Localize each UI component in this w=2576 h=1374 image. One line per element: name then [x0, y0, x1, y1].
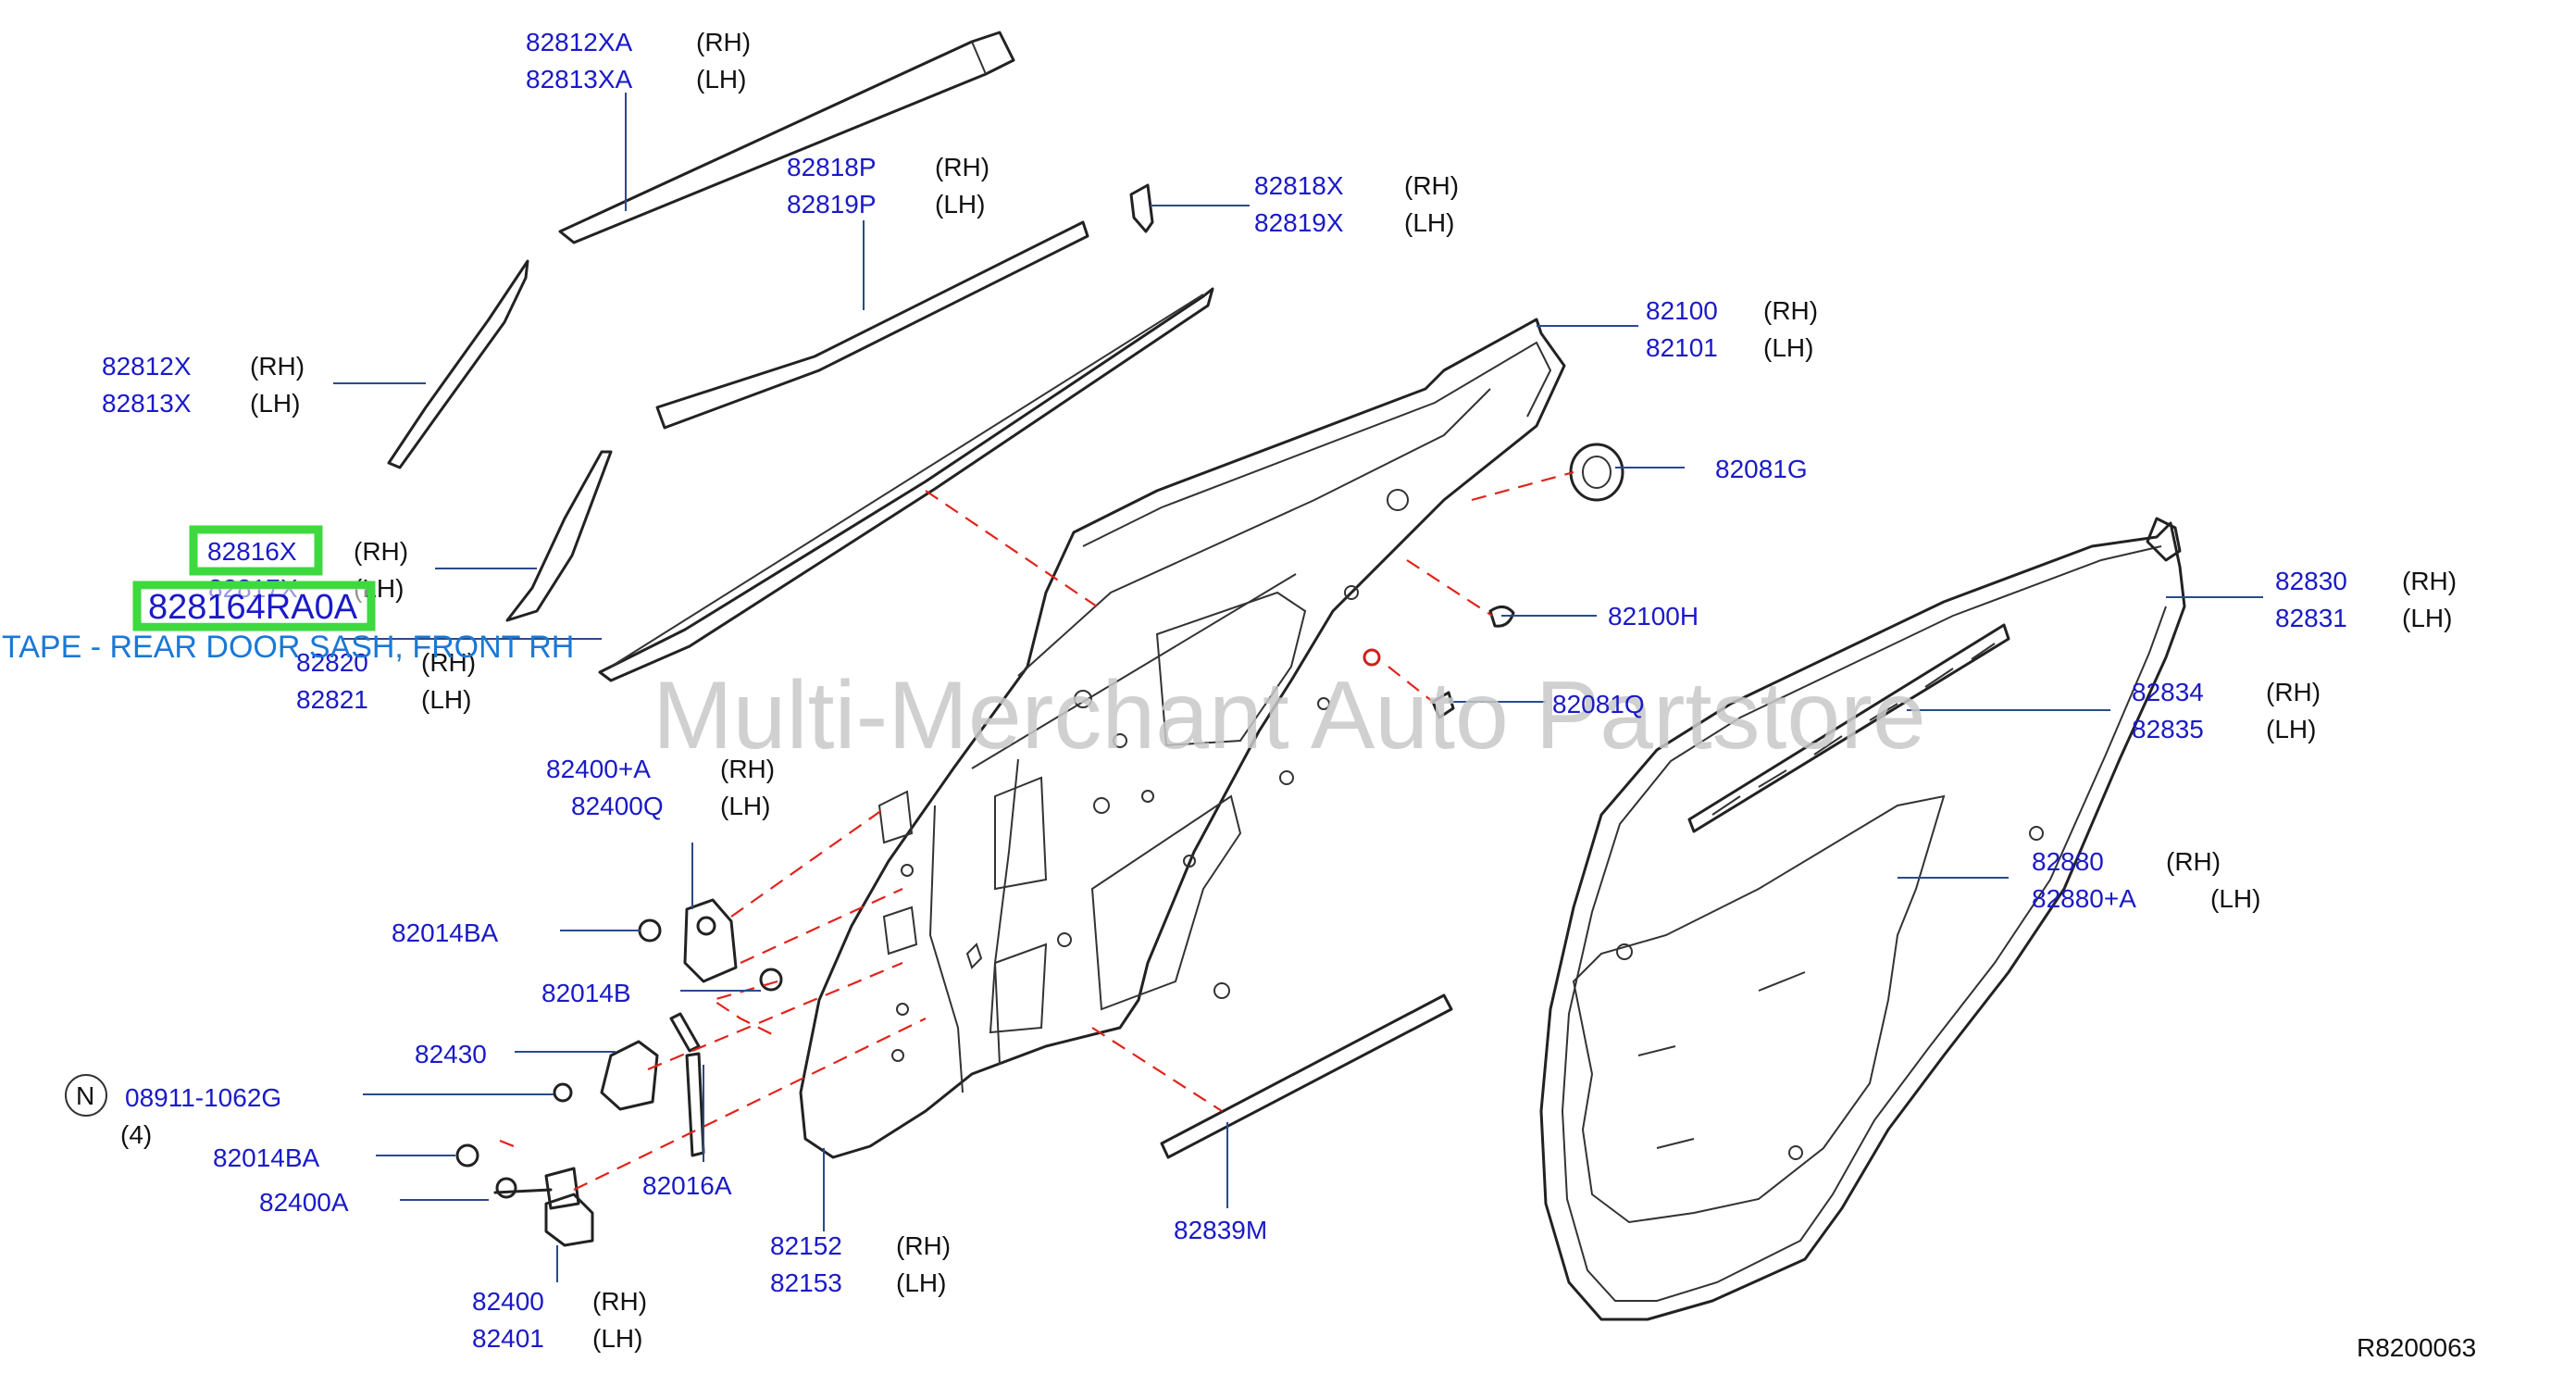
label-82821-side: (LH) [421, 685, 471, 714]
label-82100[interactable]: 82100 [1646, 296, 1718, 325]
label-82014B[interactable]: 82014B [541, 979, 631, 1007]
plug [1488, 606, 1515, 628]
label-82834-side: (RH) [2266, 678, 2321, 706]
label-82400[interactable]: 82400 [472, 1287, 544, 1316]
label-82014BA-upper[interactable]: 82014BA [392, 918, 499, 947]
label-82819X-side: (LH) [1404, 208, 1454, 237]
label-82831-side: (LH) [2402, 604, 2452, 632]
sash-tape [505, 450, 613, 622]
outer-sash-moulding [558, 31, 1015, 244]
highlight-box-selected-part [132, 581, 376, 631]
red-dashed-lines [499, 470, 1574, 1191]
label-82880A-side: (LH) [2210, 884, 2260, 913]
highlight-box-82816X [189, 525, 323, 576]
label-82101[interactable]: 82101 [1646, 333, 1718, 362]
label-82834[interactable]: 82834 [2132, 678, 2204, 706]
label-82101-side: (LH) [1763, 333, 1813, 362]
label-82081Q[interactable]: 82081Q [1552, 690, 1645, 718]
selected-part-description: TAPE - REAR DOOR SASH, FRONT RH [2, 630, 574, 665]
label-82153-side: (LH) [896, 1268, 946, 1297]
label-82016A[interactable]: 82016A [642, 1171, 732, 1200]
label-82835[interactable]: 82835 [2132, 715, 2204, 743]
label-82813XA[interactable]: 82813XA [526, 65, 633, 94]
plug-small [1431, 691, 1455, 719]
label-82812XA-side: (RH) [696, 28, 751, 56]
selection-highlight[interactable]: 828164RA0A TAPE - REAR DOOR SASH, FRONT … [2, 525, 574, 665]
label-82100-side: (RH) [1763, 296, 1818, 325]
reinforcement-bar [1160, 993, 1453, 1159]
label-qty-4: (4) [120, 1120, 152, 1149]
label-82819X[interactable]: 82819X [1254, 208, 1344, 237]
label-82401-side: (LH) [592, 1324, 642, 1353]
belt-moulding-lower [598, 287, 1214, 682]
label-82816X-side: (RH) [354, 537, 408, 566]
callouts: 82812XA (RH) 82813XA (LH) 82818P (RH) 82… [76, 28, 2476, 1362]
label-82813XA-side: (LH) [696, 65, 746, 94]
label-82153[interactable]: 82153 [770, 1268, 842, 1297]
label-82818X[interactable]: 82818X [1254, 171, 1344, 200]
nut-symbol-circle [65, 1074, 107, 1117]
label-82400Q[interactable]: 82400Q [571, 792, 664, 820]
door-shell [799, 318, 1566, 1159]
label-82830-side: (RH) [2402, 567, 2457, 595]
inner-seal-strip [1687, 623, 2010, 833]
diagram-code: R8200063 [2357, 1333, 2476, 1362]
belt-moulding-upper [655, 220, 1089, 430]
label-82400pA-side: (RH) [720, 755, 775, 783]
corner-clip [1129, 183, 1154, 233]
pillar-finisher [387, 259, 529, 469]
door-artwork [65, 31, 2186, 1321]
label-82400pA[interactable]: 82400+A [546, 755, 651, 783]
weatherstrip [1539, 517, 2186, 1321]
label-82880-side: (RH) [2166, 847, 2221, 876]
label-82401[interactable]: 82401 [472, 1324, 544, 1353]
label-82100H[interactable]: 82100H [1608, 602, 1699, 631]
label-82014BA-lower[interactable]: 82014BA [213, 1143, 320, 1172]
label-82839M[interactable]: 82839M [1174, 1216, 1267, 1244]
selected-part-number[interactable]: 828164RA0A [148, 588, 358, 627]
label-82818P-side: (RH) [935, 153, 989, 181]
label-82430[interactable]: 82430 [415, 1040, 487, 1068]
label-82820-side: (RH) [421, 648, 476, 677]
leader-lines [333, 93, 2263, 1282]
label-82835-side: (LH) [2266, 715, 2316, 743]
label-82400-side: (RH) [592, 1287, 647, 1316]
hinge-assembly [455, 898, 783, 1247]
label-82812XA[interactable]: 82812XA [526, 28, 633, 56]
label-82812X-side: (RH) [250, 352, 305, 381]
label-82400Q-side: (LH) [720, 792, 770, 820]
watermark: Multi-Merchant Auto Partstore [653, 662, 1926, 769]
label-82816X[interactable]: 82816X [207, 537, 297, 566]
label-82812X[interactable]: 82812X [102, 352, 192, 381]
label-82813X[interactable]: 82813X [102, 389, 192, 418]
grommet-large [1569, 443, 1624, 502]
label-82400A[interactable]: 82400A [259, 1188, 349, 1217]
label-82821[interactable]: 82821 [296, 685, 368, 714]
label-82152[interactable]: 82152 [770, 1231, 842, 1260]
label-82831[interactable]: 82831 [2275, 604, 2347, 632]
label-82081G[interactable]: 82081G [1715, 455, 1808, 483]
label-82813X-side: (LH) [250, 389, 300, 418]
label-82818X-side: (RH) [1404, 171, 1459, 200]
label-82820[interactable]: 82820 [296, 648, 368, 677]
nut-symbol: N [76, 1081, 94, 1110]
label-82819P-side: (LH) [935, 190, 985, 219]
label-82818P[interactable]: 82818P [787, 153, 877, 181]
label-82880[interactable]: 82880 [2032, 847, 2104, 876]
label-08911-1062G[interactable]: 08911-1062G [125, 1083, 281, 1112]
label-82830[interactable]: 82830 [2275, 567, 2347, 595]
label-82152-side: (RH) [896, 1231, 951, 1260]
sealing-screen [1572, 794, 1946, 1224]
label-82880A[interactable]: 82880+A [2032, 884, 2136, 913]
label-82819P[interactable]: 82819P [787, 190, 877, 219]
